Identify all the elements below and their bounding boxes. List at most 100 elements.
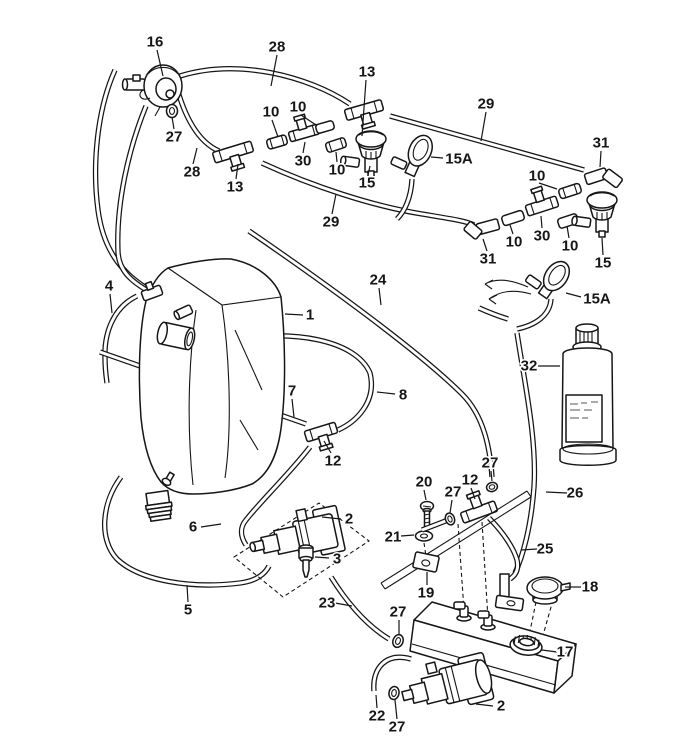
hose-long-left-b bbox=[115, 104, 152, 295]
part-callout-22: 22 bbox=[369, 708, 386, 725]
part-callout-4: 4 bbox=[105, 278, 114, 295]
clamp-27-t12-stem bbox=[485, 481, 499, 493]
leader-line-10 bbox=[335, 151, 338, 163]
part-callout-17: 17 bbox=[557, 644, 574, 661]
part-callout-10: 10 bbox=[290, 99, 307, 116]
part-callout-25: 25 bbox=[537, 541, 554, 558]
valve-16 bbox=[121, 64, 183, 117]
leader-line-7 bbox=[291, 398, 295, 418]
leader-line-2 bbox=[475, 703, 494, 707]
part-callout-29: 29 bbox=[478, 96, 495, 113]
leader-line-8 bbox=[376, 391, 396, 395]
tube-10-c bbox=[324, 137, 348, 153]
tee-to-tank-dashes bbox=[457, 521, 489, 620]
leader-line-23 bbox=[334, 602, 353, 607]
part-callout-15: 15 bbox=[359, 175, 376, 192]
leader-line-28 bbox=[270, 54, 278, 87]
washer-jet-upper bbox=[390, 134, 433, 178]
part-callout-30: 30 bbox=[534, 228, 551, 245]
part-callout-18: 18 bbox=[582, 579, 599, 596]
part-callout-23: 23 bbox=[319, 595, 336, 612]
fluid-bottle bbox=[559, 323, 617, 466]
leader-line-26 bbox=[545, 491, 568, 494]
leader-line-27 bbox=[171, 116, 175, 130]
leader-line-16 bbox=[156, 49, 164, 77]
pump-location-outline bbox=[233, 502, 370, 598]
hose-24 bbox=[247, 228, 495, 478]
hose-28-upper bbox=[179, 66, 352, 107]
washer-pump-middle bbox=[249, 504, 346, 556]
leader-line-31 bbox=[599, 150, 602, 168]
tee-30-right bbox=[524, 185, 560, 217]
leader-line-3 bbox=[314, 556, 330, 559]
part-callout-8: 8 bbox=[399, 387, 407, 404]
part-callout-10: 10 bbox=[263, 104, 280, 121]
part-callout-12: 12 bbox=[462, 472, 479, 489]
tube-10-a bbox=[265, 134, 289, 150]
reservoir bbox=[138, 258, 286, 522]
leader-line-30 bbox=[540, 215, 543, 229]
leader-line-30 bbox=[302, 141, 306, 154]
reservoir-top-fitting bbox=[140, 280, 164, 302]
leader-line-15A bbox=[565, 292, 582, 298]
washer-nozzle-right bbox=[571, 191, 618, 238]
leader-line-27 bbox=[449, 499, 453, 514]
outlet-bolt bbox=[161, 471, 175, 487]
leader-line-4 bbox=[109, 293, 113, 314]
part-callout-31: 31 bbox=[480, 251, 497, 268]
leader-line-12 bbox=[470, 487, 476, 500]
elbow-31-upper bbox=[583, 167, 623, 189]
leader-line-10 bbox=[566, 225, 570, 239]
tank-filler bbox=[509, 634, 543, 656]
leader-line-22 bbox=[375, 694, 378, 709]
leader-line-15 bbox=[601, 237, 604, 256]
clamp-27-t12-arm bbox=[444, 512, 456, 526]
leader-line-13 bbox=[235, 163, 239, 180]
part-callout-32: 32 bbox=[521, 358, 538, 375]
part-callout-30: 30 bbox=[295, 153, 312, 170]
part-callout-15A: 15A bbox=[583, 291, 611, 308]
tube-10-d bbox=[558, 182, 582, 200]
part-callout-27: 27 bbox=[389, 719, 406, 736]
hose-23 bbox=[328, 575, 391, 642]
washer-nozzle-left bbox=[339, 130, 387, 178]
leader-line-12 bbox=[323, 440, 332, 454]
part-callout-12: 12 bbox=[325, 453, 342, 470]
tank-nipple-b bbox=[477, 610, 496, 631]
leader-line-10 bbox=[300, 114, 317, 126]
clamp-27-hose22 bbox=[388, 685, 400, 701]
part-callout-6: 6 bbox=[189, 519, 197, 536]
hose-22 bbox=[371, 654, 412, 692]
mounting-bracket bbox=[380, 490, 532, 612]
clamp-27-top bbox=[165, 103, 179, 119]
leader-line-6 bbox=[200, 523, 222, 528]
washer-21 bbox=[414, 530, 434, 542]
part-callout-24: 24 bbox=[370, 272, 387, 289]
leader-line-31 bbox=[482, 238, 488, 252]
part-callout-19: 19 bbox=[418, 585, 435, 602]
part-callout-13: 13 bbox=[227, 179, 244, 196]
tank-cap bbox=[526, 576, 571, 605]
filler-neck bbox=[156, 321, 196, 351]
part-callout-26: 26 bbox=[567, 485, 584, 502]
leader-line-24 bbox=[378, 287, 382, 306]
leader-line-15 bbox=[367, 165, 371, 176]
tee-13-left bbox=[212, 140, 254, 172]
tee-30-left bbox=[287, 113, 321, 143]
tee-12-upper bbox=[303, 421, 339, 452]
tank-nipple-a bbox=[453, 601, 472, 622]
part-callout-2: 2 bbox=[345, 511, 353, 528]
washer-jet-right-wires bbox=[484, 279, 532, 305]
part-callout-1: 1 bbox=[306, 307, 314, 324]
part-callout-2: 2 bbox=[497, 698, 505, 715]
part-callout-27: 27 bbox=[390, 604, 407, 621]
part-callout-10: 10 bbox=[506, 234, 523, 251]
bleed-valve-3 bbox=[298, 544, 314, 578]
leader-line-10 bbox=[509, 224, 514, 235]
part-callout-28: 28 bbox=[269, 39, 286, 56]
leader-line-27 bbox=[490, 470, 493, 482]
leader-line-25 bbox=[520, 548, 538, 551]
part-callout-21: 21 bbox=[385, 529, 402, 546]
leader-line-1 bbox=[284, 313, 304, 316]
